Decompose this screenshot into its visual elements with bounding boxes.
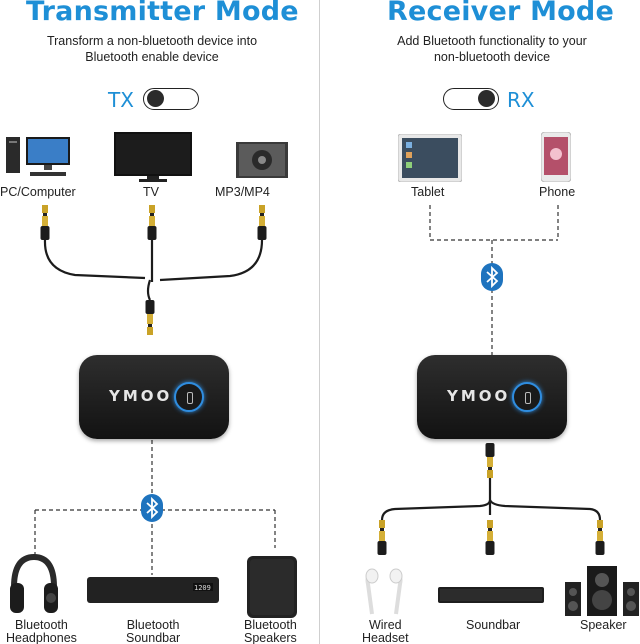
bluetooth-icon <box>481 263 503 291</box>
tx-cable-pc <box>40 205 146 280</box>
label-line-2: Headset <box>362 631 409 644</box>
source-label-tv: TV <box>143 185 159 199</box>
soundbar-icon <box>438 587 544 603</box>
tablet-icon <box>398 134 462 182</box>
transmitter-device: YMOO <box>79 355 229 439</box>
tx-cable-mp3 <box>159 205 267 282</box>
tx-toggle[interactable] <box>143 88 199 110</box>
rx-output-jack <box>485 443 495 478</box>
device-logo: YMOO <box>447 387 511 405</box>
tx-input-jack <box>145 300 155 335</box>
svg-text:1209: 1209 <box>194 584 211 592</box>
soundbar-icon: 1209 <box>87 577 219 603</box>
earphones-icon <box>365 568 403 615</box>
output-label-headphones: Bluetooth Headphones <box>6 619 77 644</box>
label-line-1: Speaker <box>580 618 627 632</box>
rx-toggle[interactable] <box>443 88 499 110</box>
label-line-2: Soundbar <box>126 631 181 644</box>
mp3-player-icon <box>236 142 288 178</box>
label-line-1: Bluetooth <box>15 618 68 632</box>
label-line-2: Headphones <box>6 631 77 644</box>
rx-cable-headset <box>377 520 387 555</box>
subtitle-line-1: Transform a non-bluetooth device into <box>46 34 258 48</box>
bluetooth-icon <box>141 494 163 522</box>
device-logo: YMOO <box>109 387 173 405</box>
transmitter-mode-title: Transmitter Mode <box>26 0 299 27</box>
rx-cable-speaker <box>595 520 605 555</box>
tv-icon <box>114 132 192 182</box>
output-label-speakers: Bluetooth Speakers <box>244 619 297 644</box>
pc-icon <box>6 137 70 176</box>
label-line-1: Soundbar <box>466 618 521 632</box>
headphones-icon <box>10 553 58 613</box>
output-label-headset: Wired Headset <box>362 619 409 644</box>
toggle-knob <box>478 90 495 107</box>
subtitle-line-2: Bluetooth enable device <box>85 50 219 64</box>
source-label-pc: PC/Computer <box>0 185 76 199</box>
speaker-icon <box>565 566 639 616</box>
receiver-device: YMOO <box>417 355 567 439</box>
power-button[interactable] <box>174 382 204 412</box>
rx-cable-soundbar <box>485 520 495 555</box>
speaker-icon <box>247 556 297 618</box>
label-line-1: Bluetooth <box>126 618 180 632</box>
output-label-soundbar: Soundbar <box>466 619 520 632</box>
subtitle-line-1: Add Bluetooth functionality to your <box>397 34 587 48</box>
tx-cable-tv <box>147 205 157 282</box>
power-button[interactable] <box>512 382 542 412</box>
phone-icon <box>541 132 571 182</box>
source-label-phone: Phone <box>539 185 576 199</box>
center-divider <box>319 0 320 644</box>
source-label-tablet: Tablet <box>411 185 445 199</box>
receiver-mode-title: Receiver Mode <box>387 0 614 27</box>
output-label-soundbar: Bluetooth Soundbar <box>126 619 180 644</box>
source-label-mp3: MP3/MP4 <box>215 185 270 199</box>
transmitter-subtitle: Transform a non-bluetooth device into Bl… <box>2 33 302 65</box>
label-line-2: Speakers <box>244 631 297 644</box>
label-line-1: Bluetooth <box>244 618 297 632</box>
tx-label: TX <box>108 88 134 112</box>
subtitle-line-2: non-bluetooth device <box>433 50 551 64</box>
receiver-subtitle: Add Bluetooth functionality to your non-… <box>342 33 640 65</box>
rx-label: RX <box>507 88 535 112</box>
label-line-1: Wired <box>368 618 402 632</box>
output-label-speaker: Speaker <box>580 619 627 632</box>
toggle-knob <box>147 90 164 107</box>
